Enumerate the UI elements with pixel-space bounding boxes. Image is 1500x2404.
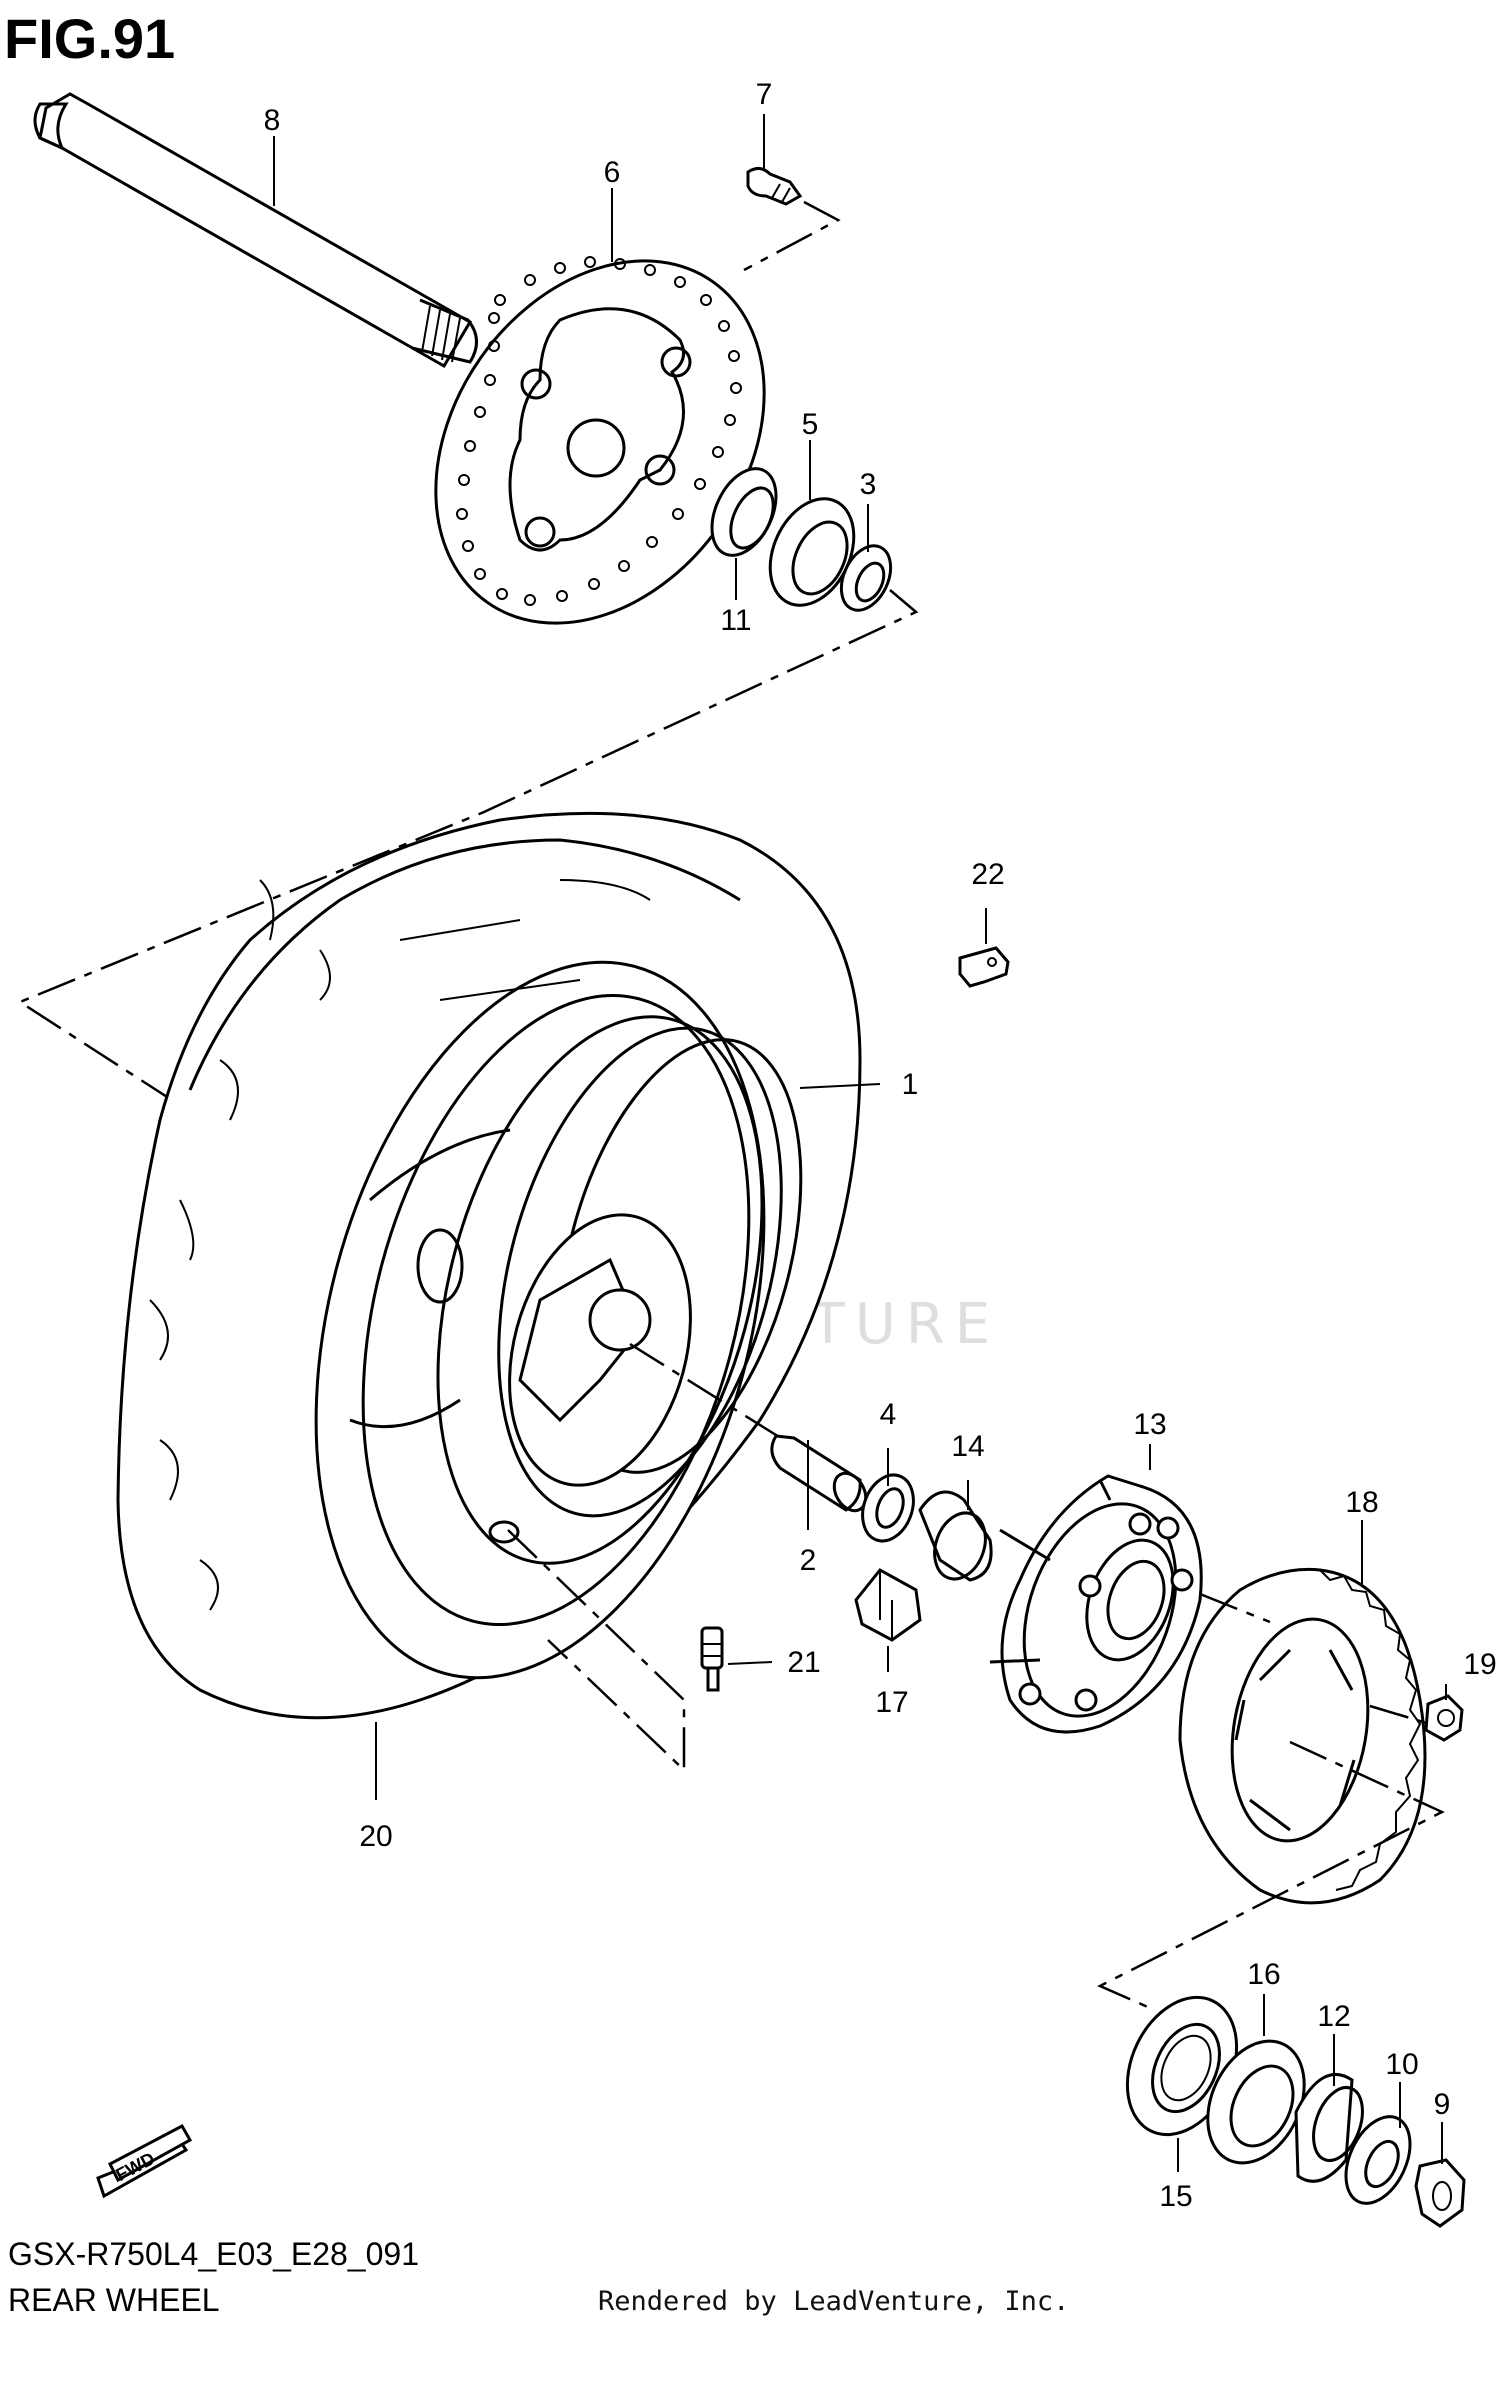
spacer-5[interactable]: [754, 485, 870, 619]
callout-17[interactable]: 17: [875, 1686, 908, 1719]
callout-6[interactable]: 6: [604, 156, 621, 189]
retaining-clip[interactable]: [958, 946, 1010, 988]
alignment-line-7: [743, 200, 841, 272]
callout-10[interactable]: 10: [1385, 2048, 1418, 2081]
callout-13[interactable]: 13: [1133, 1408, 1166, 1441]
callout-19[interactable]: 19: [1463, 1648, 1496, 1681]
model-code: GSX-R750L4_E03_E28_091: [8, 2236, 419, 2272]
callout-8[interactable]: 8: [264, 104, 281, 137]
callout-16[interactable]: 16: [1247, 1958, 1280, 1991]
collar-14[interactable]: [918, 1490, 994, 1586]
callout-20[interactable]: 20: [359, 1820, 392, 1853]
axle-nut[interactable]: [1414, 2158, 1466, 2228]
section-name: REAR WHEEL: [8, 2282, 220, 2318]
tire-valve[interactable]: [700, 1626, 724, 1692]
render-credit: Rendered by LeadVenture, Inc.: [598, 2286, 1070, 2317]
alignment-line-valve: [507, 1529, 686, 1773]
wheel-spacer-2[interactable]: [770, 1434, 872, 1516]
callout-4[interactable]: 4: [880, 1398, 897, 1431]
callout-21[interactable]: 21: [787, 1646, 820, 1679]
callout-1[interactable]: 1: [902, 1068, 919, 1101]
callout-14[interactable]: 14: [951, 1430, 984, 1463]
brake-disc[interactable]: [368, 198, 832, 687]
sprocket-nut[interactable]: [1424, 1694, 1464, 1742]
leader-lines: [273, 114, 1447, 2172]
callout-2[interactable]: 2: [800, 1544, 817, 1577]
cush-damper[interactable]: [854, 1568, 922, 1642]
callout-9[interactable]: 9: [1434, 2088, 1451, 2121]
oil-seal-11[interactable]: [699, 458, 789, 565]
callout-7[interactable]: 7: [756, 78, 773, 111]
bearing-3[interactable]: [832, 538, 901, 618]
disc-bolt[interactable]: [746, 167, 803, 206]
alignment-line-upper: [17, 589, 919, 1106]
washer-10[interactable]: [1333, 2106, 1423, 2213]
rear-sprocket[interactable]: [1178, 1567, 1427, 1905]
alignment-line-sprocket: [1199, 1592, 1271, 1624]
callout-18[interactable]: 18: [1345, 1486, 1378, 1519]
figure-title: FIG.91: [4, 7, 176, 70]
bearing-4[interactable]: [854, 1468, 922, 1548]
callout-11[interactable]: 11: [720, 604, 751, 637]
sprocket-mounting-drum[interactable]: [989, 1474, 1203, 1737]
spacer-12[interactable]: [1294, 2072, 1372, 2183]
forward-direction-badge: [96, 2123, 193, 2199]
alignment-line-lower: [1097, 1740, 1445, 2010]
rear-wheel-assembly[interactable]: [116, 811, 862, 1728]
rear-axle[interactable]: [33, 92, 478, 369]
callout-22[interactable]: 22: [971, 858, 1004, 891]
callout-5[interactable]: 5: [802, 408, 819, 441]
callout-15[interactable]: 15: [1159, 2180, 1192, 2213]
alignment-line-nut: [1369, 1704, 1431, 1726]
callout-12[interactable]: 12: [1317, 2000, 1350, 2033]
alignment-line-hub: [629, 1342, 785, 1442]
callout-3[interactable]: 3: [860, 468, 877, 501]
